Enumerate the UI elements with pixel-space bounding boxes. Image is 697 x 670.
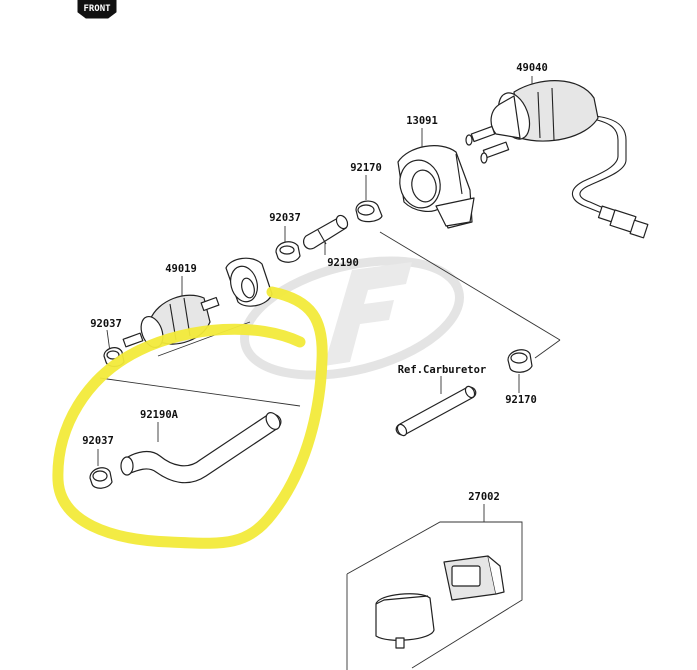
label-92037-bottom: 92037 (82, 435, 114, 447)
part-49040-fuel-pump[interactable] (465, 80, 649, 239)
label-49040: 49040 (516, 62, 548, 74)
highlight-circle (52, 286, 328, 549)
label-27002: 27002 (468, 491, 500, 503)
part-13091-holder[interactable] (395, 145, 475, 229)
leader-lines (97, 76, 561, 670)
part-92170-clip-top[interactable] (355, 200, 383, 223)
label-92190a: 92190A (140, 409, 179, 421)
part-27002-relay[interactable] (375, 555, 505, 649)
label-92170-right: 92170 (505, 394, 537, 406)
part-rubber-holder[interactable] (225, 257, 273, 307)
part-92170-clip-right[interactable] (507, 349, 533, 373)
label-ref-carburetor: Ref.Carburetor (398, 364, 487, 376)
part-92190-hose[interactable] (302, 213, 350, 250)
front-badge-text: FRONT (83, 4, 111, 14)
part-92037-clamp-bottom[interactable] (89, 467, 113, 489)
label-13091: 13091 (406, 115, 438, 127)
label-92170-top: 92170 (350, 162, 382, 174)
part-92190a-hose[interactable] (120, 410, 283, 484)
label-92037-mid: 92037 (269, 212, 301, 224)
part-92037-clamp-mid[interactable] (275, 241, 301, 263)
label-92190: 92190 (327, 257, 359, 269)
label-92037-left: 92037 (90, 318, 122, 330)
label-49019: 49019 (165, 263, 197, 275)
part-ref-carburetor-hose[interactable] (395, 385, 477, 437)
watermark-logo-icon (240, 256, 464, 380)
front-arrow-icon: FRONT (77, 0, 117, 19)
